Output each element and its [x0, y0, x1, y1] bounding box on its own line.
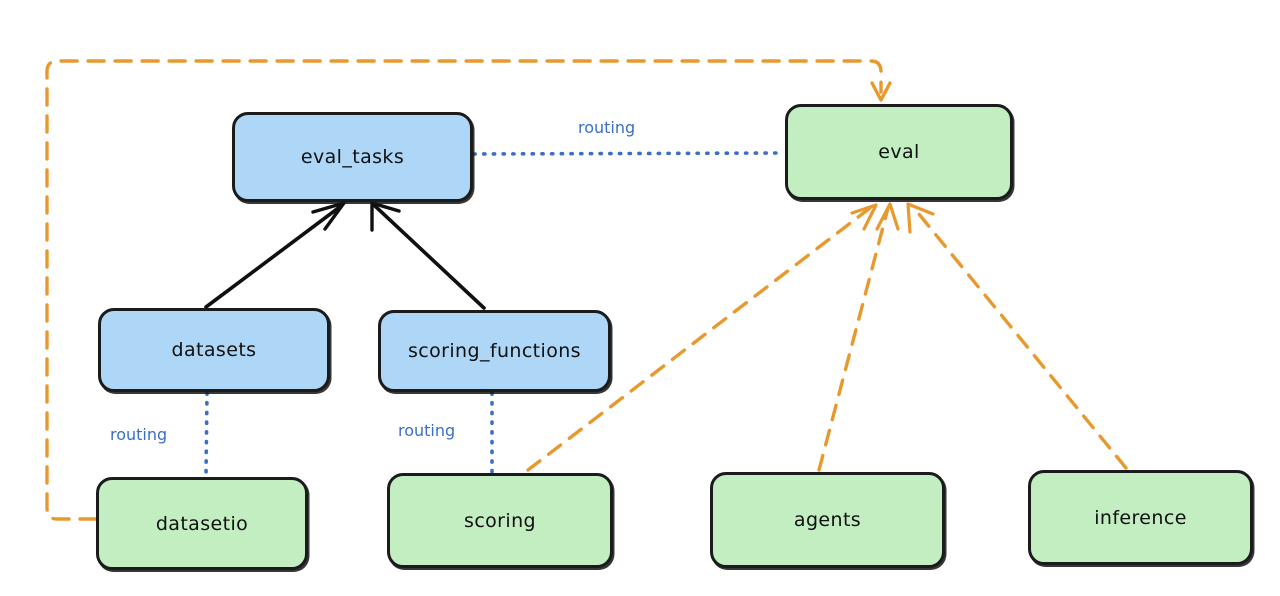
edge-scoring_functions-to-eval_tasks: [370, 201, 486, 310]
node-label-datasets: datasets: [171, 339, 257, 361]
node-eval-tasks[interactable]: eval_tasks: [232, 112, 473, 202]
node-label-eval-tasks: eval_tasks: [300, 146, 405, 168]
edge-label-routing-eval-tasks: routing: [578, 118, 636, 137]
edge-label-routing-scoring-functions: routing: [398, 421, 456, 440]
node-agents[interactable]: agents: [710, 472, 945, 568]
node-label-datasetio: datasetio: [155, 512, 249, 535]
node-label-agents: agents: [793, 509, 862, 531]
node-eval[interactable]: eval: [785, 104, 1013, 200]
node-label-scoring: scoring: [464, 509, 536, 532]
edge-datasets-routing-datasetio: [204, 391, 209, 478]
edge-inference-to-eval: [906, 202, 1128, 470]
edge-agents-to-eval: [817, 202, 900, 472]
node-inference[interactable]: inference: [1028, 470, 1253, 565]
edge-label-routing-datasets: routing: [110, 425, 168, 444]
edge-datasets-to-eval_tasks: [204, 201, 346, 309]
node-label-inference: inference: [1094, 506, 1187, 529]
node-scoring[interactable]: scoring: [387, 473, 613, 568]
edge-eval-tasks-routing-eval: [472, 151, 786, 156]
node-datasets[interactable]: datasets: [98, 308, 330, 392]
node-scoring-functions[interactable]: scoring_functions: [378, 310, 611, 392]
node-label-scoring-functions: scoring_functions: [408, 340, 581, 362]
node-datasetio[interactable]: datasetio: [96, 477, 308, 570]
node-label-eval: eval: [878, 141, 920, 163]
